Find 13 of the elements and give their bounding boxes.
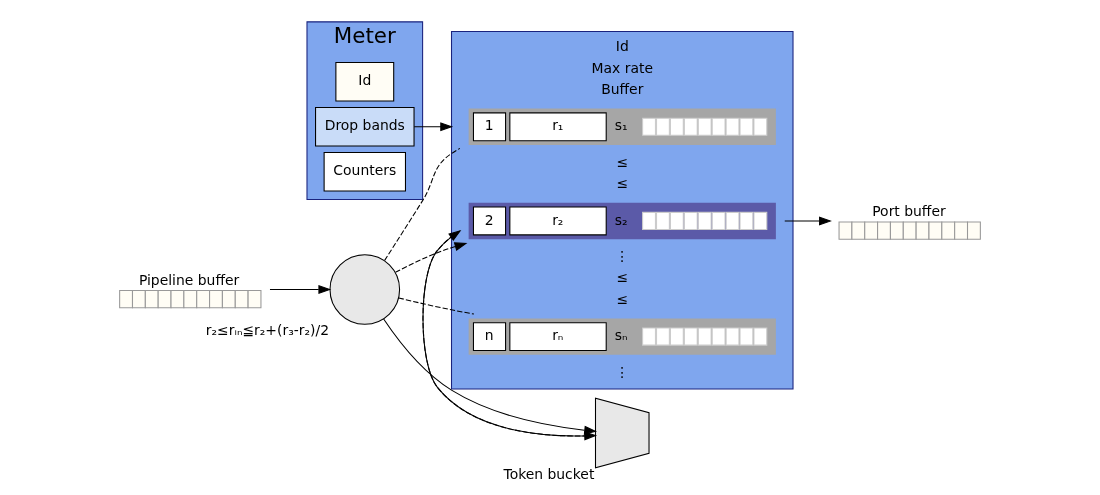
label: ≤ (616, 268, 629, 285)
label: Max rate (591, 59, 653, 76)
label: ≤ (616, 290, 629, 307)
label: ≤ (616, 174, 629, 191)
node-label: Pipeline buffer (138, 271, 240, 288)
label: ≤ (616, 153, 629, 170)
label: ⋮ (615, 247, 630, 264)
label: Buffer (601, 80, 644, 97)
node-label: Token bucket (503, 465, 595, 482)
node-label: r₂≤rᵢₙ≦r₂+(r₃-r₂)/2 (205, 321, 330, 338)
node-label: Port buffer (872, 202, 946, 219)
label: Id (615, 37, 629, 54)
label: ⋮ (615, 363, 630, 380)
